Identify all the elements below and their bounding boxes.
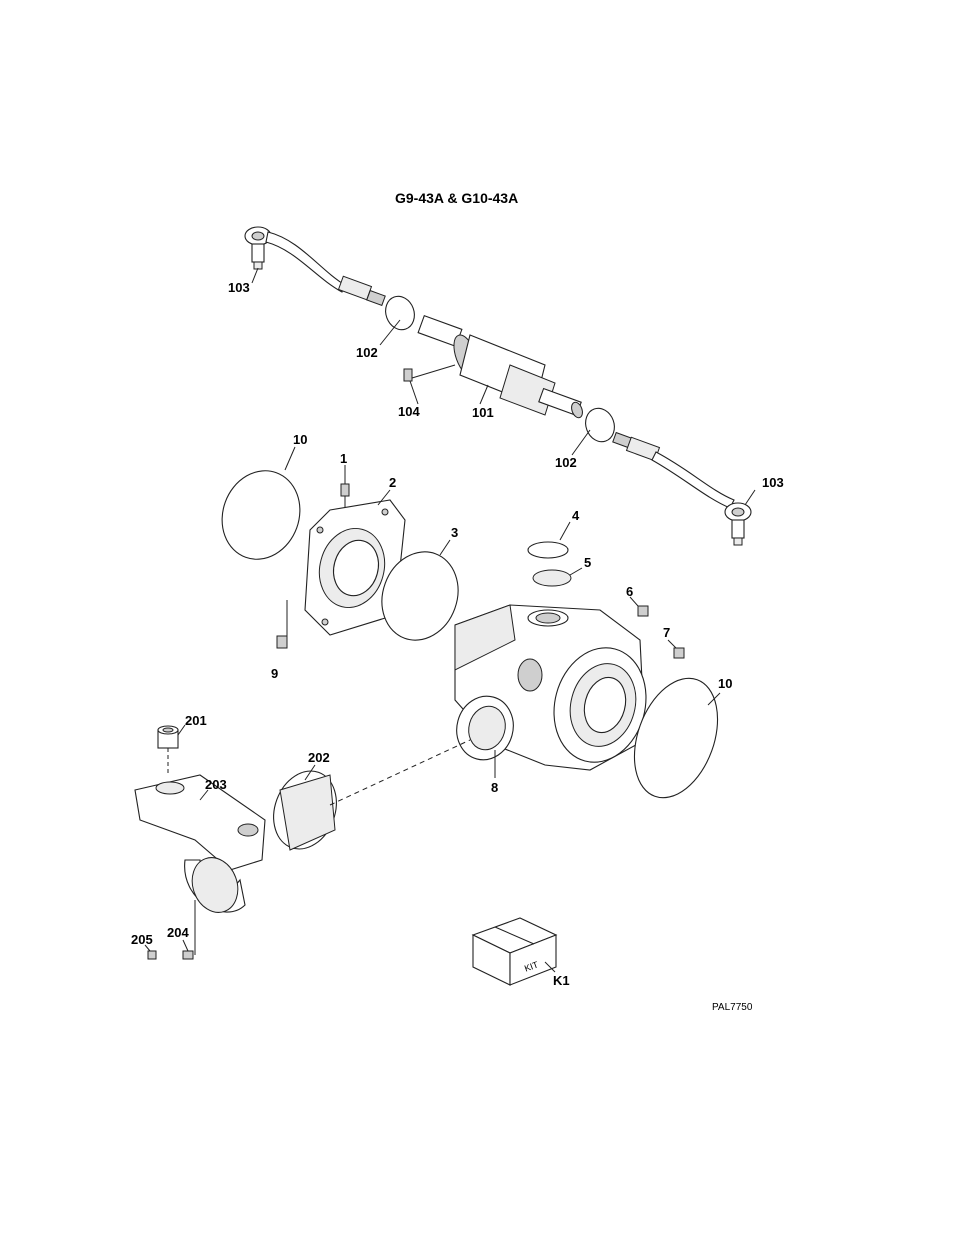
seal-3 <box>381 551 459 641</box>
grease-fitting-205 <box>147 950 157 960</box>
grease-fitting-1 <box>340 483 350 510</box>
callout-201: 201 <box>185 713 207 728</box>
kit-box-text: KIT <box>523 959 540 973</box>
seal-10-right <box>633 677 719 799</box>
seal-10-left <box>221 470 301 560</box>
bolt-204 <box>182 950 194 960</box>
callout-103-left: 103 <box>228 280 250 295</box>
callout-5: 5 <box>584 555 592 570</box>
callout-10-right: 10 <box>718 676 733 691</box>
callout-1: 1 <box>340 451 348 466</box>
diagram-title: G9-43A & G10-43A <box>395 190 519 206</box>
callout-104: 104 <box>398 404 420 419</box>
seal-102-bottom <box>585 407 615 443</box>
fitting-104 <box>403 364 456 382</box>
plug-6 <box>637 605 649 617</box>
callout-203: 203 <box>205 777 227 792</box>
shim-plate-5 <box>532 569 572 587</box>
bolt-9 <box>276 600 288 649</box>
snap-ring-4 <box>527 541 569 559</box>
callout-9: 9 <box>271 666 279 681</box>
callout-102-top: 102 <box>356 345 378 360</box>
callout-8: 8 <box>491 780 499 795</box>
callout-3: 3 <box>451 525 459 540</box>
callout-204: 204 <box>167 925 189 940</box>
seal-102-top <box>385 295 415 331</box>
tie-rod-end-left <box>244 226 386 307</box>
callout-103-right: 103 <box>762 475 784 490</box>
bushing-202 <box>273 739 471 851</box>
drawing-code: PAL7750 <box>712 1002 753 1013</box>
callout-102-bottom: 102 <box>555 455 577 470</box>
callout-4: 4 <box>572 508 580 523</box>
leader-lines <box>144 267 756 973</box>
axle-housing-8 <box>454 604 647 771</box>
callout-K1: K1 <box>553 973 570 988</box>
callout-7: 7 <box>663 625 671 640</box>
callout-10-left: 10 <box>293 432 308 447</box>
callout-205: 205 <box>131 932 153 947</box>
bushing-201 <box>157 725 179 775</box>
callout-6: 6 <box>626 584 634 599</box>
callout-101: 101 <box>472 405 494 420</box>
plug-7 <box>673 647 685 659</box>
tie-rod-end-right <box>612 431 752 546</box>
steering-arm-203 <box>134 774 266 955</box>
callout-202: 202 <box>308 750 330 765</box>
kit-box-K1: KIT <box>471 917 558 986</box>
steering-cylinder-101 <box>417 314 583 419</box>
bearing-cap-2 <box>304 499 406 636</box>
callout-2: 2 <box>389 475 397 490</box>
